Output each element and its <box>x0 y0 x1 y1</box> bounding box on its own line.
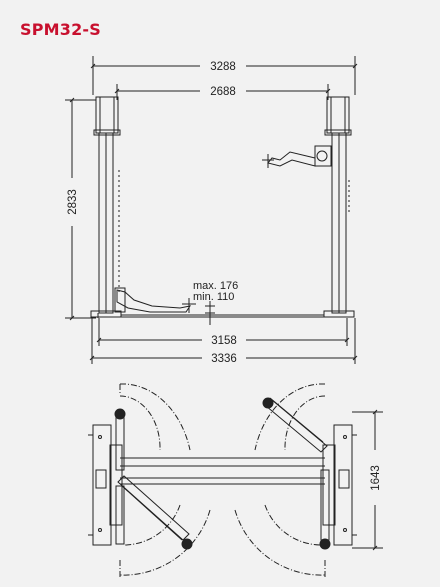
pickup-height-callout <box>205 301 215 325</box>
left-arms <box>114 408 193 550</box>
dim-bottom-overall-label: 3336 <box>211 353 237 365</box>
dim-height <box>65 97 96 321</box>
dim-depth-label: 1643 <box>370 465 382 491</box>
model-title: SPM32-S <box>20 20 102 39</box>
arm-swing-arcs <box>119 383 326 578</box>
dim-depth <box>352 409 383 551</box>
right-post-top <box>322 424 357 546</box>
lowered-lift-arm <box>114 287 196 313</box>
pickup-min-label: min. 110 <box>193 291 234 303</box>
dim-overall-width-label: 3288 <box>210 61 236 73</box>
pickup-max-label: max. 176 <box>193 280 238 292</box>
right-column <box>323 96 355 318</box>
front-view: 3288 2688 2833 <box>65 56 358 365</box>
right-arms <box>262 397 331 550</box>
dim-bottom-inner-label: 3158 <box>211 335 237 347</box>
dim-bottom-inner <box>96 318 350 346</box>
dim-overall-width <box>90 56 358 95</box>
top-view: 1643 <box>88 383 383 578</box>
left-post-top <box>88 424 123 546</box>
floor-plate <box>121 314 324 318</box>
base-frame <box>120 457 325 485</box>
raised-lift-arm <box>262 145 332 168</box>
dim-height-label: 2833 <box>67 189 79 215</box>
dim-bottom-overall <box>89 318 358 364</box>
dim-inner-width-label: 2688 <box>210 86 236 98</box>
left-column <box>90 96 122 318</box>
